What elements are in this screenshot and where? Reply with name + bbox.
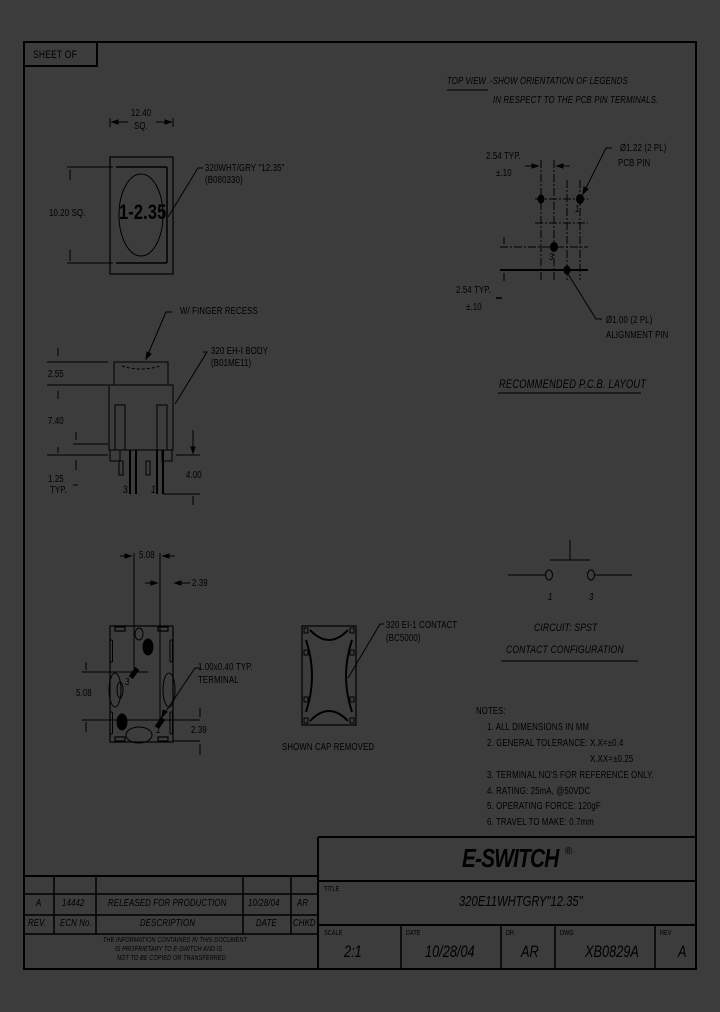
dim-cap-height: 2.55: [48, 369, 64, 380]
pcb-note-line1: -SHOW ORIENTATION OF LEGENDS: [490, 76, 628, 87]
finger-recess-callout: W/ FINGER RECESS: [180, 306, 258, 317]
dwg-value: XB0829A: [585, 942, 639, 961]
drawn-by-label: DR: [506, 930, 515, 937]
notes-heading: NOTES:: [476, 706, 506, 717]
circuit-type: CIRCUIT: SPST: [534, 622, 598, 634]
pcb-note-line2: IN RESPECT TO THE PCB PIN TERMINALS.: [493, 95, 659, 106]
contact-callout-line1: 320 EI-1 CONTACT: [386, 620, 458, 631]
title-value: 320E11WHTGRY"12.35": [459, 893, 583, 910]
dim-standoff: 1.25: [48, 474, 64, 485]
description-header: DESCRIPTION: [140, 918, 196, 929]
terminal-callout-line1: 1.00x0.40 TYP.: [198, 662, 253, 673]
pcb-pitch-v: 2.54 TYP.: [456, 285, 491, 296]
dim-vertical-offset: 2.39: [191, 725, 207, 736]
chkd-header: CHKD: [293, 918, 316, 929]
top-view-callout-line1: 320WHT/GRY "12.35": [205, 163, 285, 174]
sheet-label: SHEET OF: [33, 49, 78, 61]
contact-caption: SHOWN CAP REMOVED: [282, 742, 375, 753]
top-view-callout-line2: (B080330): [205, 175, 243, 186]
terminal-callout-line2: TERMINAL: [198, 675, 239, 686]
dim-pin-length: 4.00: [186, 470, 202, 481]
scale-value: 2:1: [344, 942, 362, 961]
scale-label: SCALE: [324, 930, 343, 937]
ecn-header: ECN No.: [60, 918, 92, 929]
circuit-terminal-left: 1: [548, 592, 553, 603]
pcb-pitch-v-tol: ±.10: [466, 302, 482, 313]
registered-mark: ®: [565, 846, 573, 857]
note-3: 3. TERMINAL NO'S FOR REFERENCE ONLY.: [487, 770, 654, 781]
body-callout-line2: (B01ME11): [211, 358, 252, 369]
description-value: RELEASED FOR PRODUCTION: [108, 898, 227, 909]
proprietary-line3: NOT TO BE COPIED OR TRANSFERRED: [117, 955, 226, 962]
align-callout-line1: Ø1.00 (2 PL): [606, 315, 653, 326]
pcb-pitch-h: 2.54 TYP.: [486, 151, 521, 162]
rev-value: A: [36, 898, 42, 909]
title-label: TITLE: [324, 886, 340, 893]
note-2: 2. GENERAL TOLERANCE: X.X=±0.4: [487, 738, 624, 749]
pin-callout-line2: PCB PIN: [618, 158, 651, 169]
ecn-value: 14442: [62, 898, 85, 909]
date-value: 10/28/04: [248, 898, 280, 909]
date-label: DATE: [406, 930, 421, 937]
proprietary-line1: THE INFORMATION CONTAINED IN THIS DOCUME…: [103, 937, 248, 944]
pcb-pitch-h-tol: ±.10: [496, 168, 512, 179]
pcb-note-heading: TOP VIEW: [447, 76, 486, 87]
cap-legend: 1-2.35: [119, 201, 167, 224]
dim-vertical-pitch: 5.08: [76, 688, 92, 699]
pin-callout-line1: Ø1.22 (2 PL): [620, 143, 667, 154]
rev-field-value: A: [678, 942, 687, 961]
note-2-continued: X.XX=±0.25: [590, 754, 634, 765]
side-pin3-label: 3: [123, 484, 128, 496]
contact-callout-line2: (BC5000): [386, 633, 421, 644]
drawn-by-value: AR: [521, 942, 539, 961]
bottom-pin3-label: 3: [125, 677, 130, 688]
rev-label: REV: [660, 930, 672, 937]
pcb-pin1-label: 1: [575, 204, 580, 215]
top-view-height-dim: 10.20 SQ.: [49, 208, 86, 219]
note-1: 1. ALL DIMENSIONS IN MM: [487, 722, 590, 733]
note-5: 5. OPERATING FORCE: 120gF: [487, 801, 601, 812]
dim-pin-pitch: 5.08: [139, 550, 155, 561]
brand-logo: E-SWITCH: [462, 843, 559, 873]
side-pin1-label: 1: [151, 484, 156, 496]
circuit-caption: CONTACT CONFIGURATION: [506, 644, 624, 656]
note-4: 4. RATING: 25mA, @50VDC: [487, 786, 591, 797]
dim-body-height: 7.40: [48, 416, 64, 427]
chkd-value: AR: [297, 898, 309, 909]
dim-pin-offset: 2.39: [192, 578, 208, 589]
bottom-pin1-label: 1: [156, 725, 161, 736]
rev-header: REV.: [28, 918, 47, 929]
date-header: DATE: [256, 918, 277, 929]
body-callout-line1: 320 EH-I BODY: [211, 346, 269, 357]
dwg-label: DWG: [560, 930, 574, 937]
top-view-width-dim: 12.40: [131, 108, 152, 119]
pcb-layout-caption: RECOMMENDED P.C.B. LAYOUT: [499, 377, 647, 391]
top-view-width-sq: SQ.: [134, 121, 148, 132]
circuit-terminal-right: 3: [589, 592, 594, 603]
dim-standoff-typ: TYP.: [50, 485, 67, 496]
proprietary-line2: IS PROPRIETARY TO E-SWITCH AND IS: [115, 946, 223, 953]
date-field-value: 10/28/04: [425, 942, 475, 961]
align-callout-line2: ALIGNMENT PIN: [606, 330, 669, 341]
pcb-pin3-label: 3: [549, 252, 554, 263]
note-6: 6. TRAVEL TO MAKE: 0.7mm: [487, 817, 594, 828]
